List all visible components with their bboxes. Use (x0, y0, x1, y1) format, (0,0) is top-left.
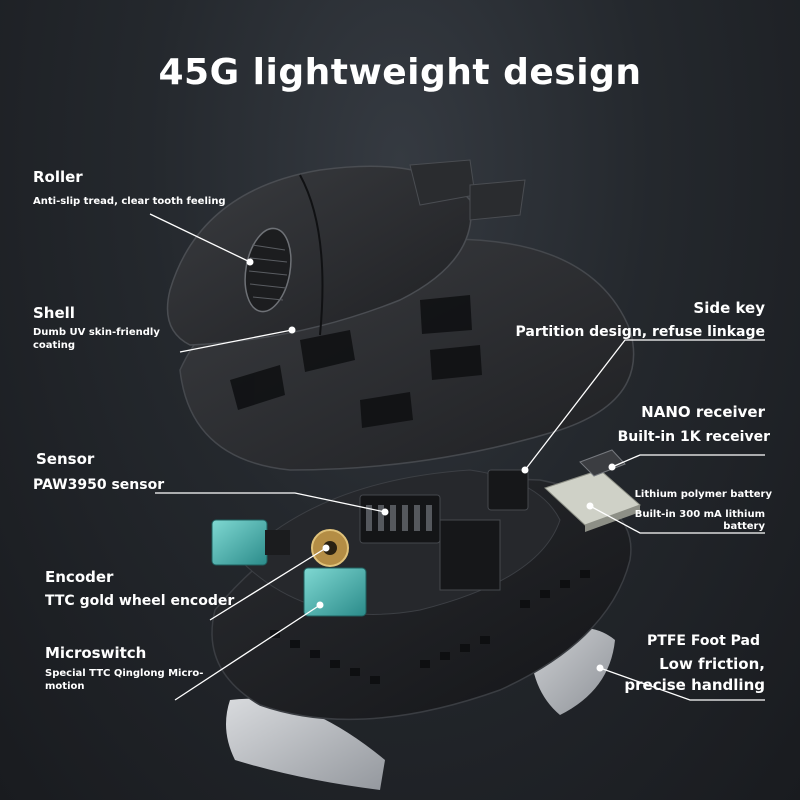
foot-pad-front (226, 698, 385, 790)
nano-receiver-detail: Built-in 1K receiver (617, 429, 770, 445)
page-title: 45G lightweight design (158, 52, 642, 93)
roller-leader (149, 213, 251, 263)
microswitch-detail-line1: Special TTC Qinglong Micro- (45, 668, 204, 679)
foot-pad-heading: PTFE Foot Pad (647, 633, 760, 649)
side-key-heading: Side key (693, 299, 765, 317)
side-key-bracket (439, 469, 529, 591)
side-key-leader (524, 339, 765, 471)
wheel-encoder (311, 529, 349, 567)
shell-detail-line2: coating (33, 340, 76, 351)
side-key-detail: Partition design, refuse linkage (515, 324, 765, 340)
mouse-top-cover (166, 165, 472, 346)
roller-detail: Anti-slip tread, clear tooth feeling (33, 196, 226, 207)
foot-pad-leader (599, 667, 765, 701)
sensor-leader (155, 492, 386, 513)
battery-heading: Lithium polymer battery (634, 489, 772, 500)
shell-detail-line1: Dumb UV skin-friendly (33, 327, 160, 338)
encoder-leader (209, 547, 327, 621)
battery-detail-line2: battery (723, 521, 765, 532)
nano-receiver (579, 449, 626, 477)
callout-dots (246, 258, 616, 672)
sensor-detail: PAW3950 sensor (33, 477, 165, 493)
shell-cutouts (230, 295, 482, 428)
roller-heading: Roller (33, 168, 83, 186)
encoder-heading: Encoder (45, 568, 114, 586)
sensor-heading: Sensor (36, 450, 95, 468)
microswitch-heading: Microswitch (45, 644, 147, 662)
scroll-wheel (244, 227, 292, 313)
mouse-top-split (299, 174, 324, 336)
shell-heading: Shell (33, 304, 75, 322)
microswitch-detail-line2: motion (45, 681, 85, 692)
top-cover-tabs (409, 159, 526, 221)
microswitch-left (211, 519, 290, 566)
sensor-chip (359, 494, 441, 544)
battery-leader (589, 505, 765, 534)
shell-leader (179, 329, 293, 353)
nano-receiver-heading: NANO receiver (641, 403, 765, 421)
callout-leaders (149, 213, 765, 701)
encoder-detail: TTC gold wheel encoder (45, 593, 235, 609)
foot-pad-detail-line1: Low friction, (659, 655, 765, 673)
foot-pad-detail-line2: precise handling (624, 676, 765, 694)
nano-receiver-leader (611, 454, 765, 468)
battery-detail-line1: Built-in 300 mA lithium (634, 509, 765, 520)
microswitch-leader (174, 604, 321, 701)
